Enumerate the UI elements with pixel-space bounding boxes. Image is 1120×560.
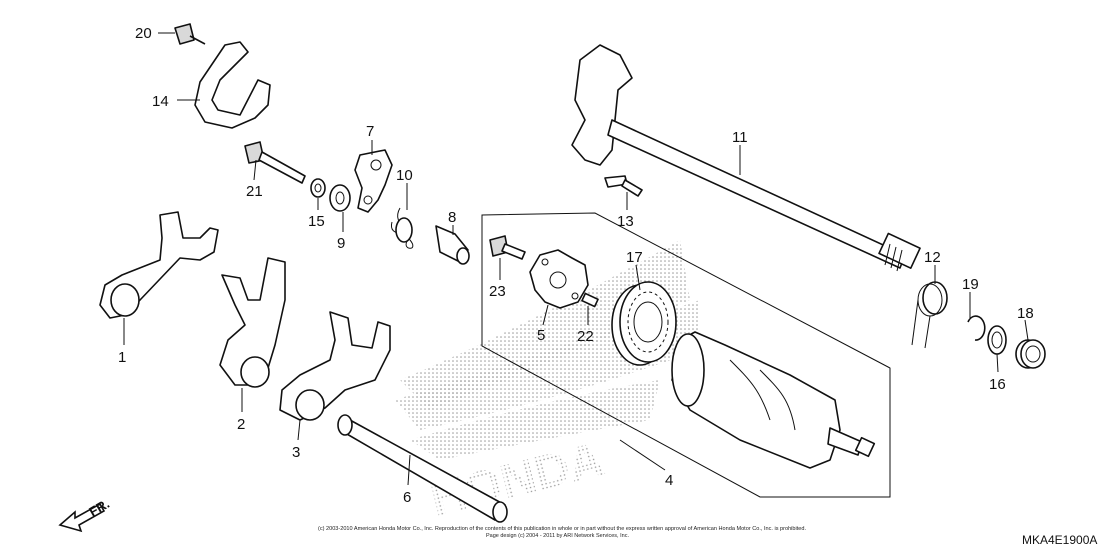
shift-drum-center-5[interactable] [529,249,589,309]
washer-15[interactable] [310,178,326,198]
washer-16[interactable] [987,325,1007,355]
callout-11[interactable]: 11 [732,129,748,146]
shift-fork-2[interactable] [219,257,286,388]
shift-fork-1[interactable] [99,211,219,319]
bearing-17[interactable] [611,281,677,366]
oil-seal-18[interactable] [1015,339,1046,369]
callout-10[interactable]: 10 [396,167,413,184]
gearshift-spindle-11[interactable] [571,44,921,272]
spring-10[interactable] [390,207,414,249]
stopper-plate-14[interactable] [194,41,271,129]
shift-drum-4[interactable] [671,331,876,469]
copyright-line-1: (c) 2003-2010 American Honda Motor Co., … [318,526,806,532]
callout-3[interactable]: 3 [292,444,300,461]
callout-6[interactable]: 6 [403,489,411,506]
leader-lines [123,32,1029,486]
collar-9[interactable] [329,184,351,212]
callout-22[interactable]: 22 [577,328,594,345]
callout-7[interactable]: 7 [366,123,374,140]
part-code: MKA4E1900A [1022,533,1097,547]
callout-21[interactable]: 21 [246,183,263,200]
circlip-19[interactable] [967,315,986,341]
return-spring-12[interactable] [911,281,948,349]
subassembly-box [481,212,891,498]
callout-19[interactable]: 19 [962,276,979,293]
callout-4[interactable]: 4 [665,472,673,489]
callout-5[interactable]: 5 [537,327,545,344]
callout-8[interactable]: 8 [448,209,456,226]
callout-13[interactable]: 13 [617,213,634,230]
bolt-23[interactable] [489,235,526,260]
callouts: 1 2 3 4 5 6 7 8 9 10 11 12 13 14 15 16 1… [118,25,1034,506]
callout-15[interactable]: 15 [308,213,325,230]
callout-1[interactable]: 1 [118,349,126,366]
front-arrow-icon: FR. [58,496,112,533]
callout-20[interactable]: 20 [135,25,152,42]
callout-16[interactable]: 16 [989,376,1006,393]
callout-2[interactable]: 2 [237,416,245,433]
dowel-pin-22[interactable] [581,292,599,308]
stopper-arm-7[interactable] [354,149,393,213]
fork-shaft-6[interactable] [337,414,508,523]
callout-17[interactable]: 17 [626,249,643,266]
callout-14[interactable]: 14 [152,93,169,110]
pin-8[interactable] [435,225,470,265]
honda-watermark: HONDA [395,240,700,527]
shift-fork-3[interactable] [279,311,391,421]
callout-9[interactable]: 9 [337,235,345,252]
callout-12[interactable]: 12 [924,249,941,266]
pin-13[interactable] [604,175,643,197]
callout-18[interactable]: 18 [1017,305,1034,322]
bolt-20[interactable] [174,23,206,45]
copyright-line-2: Page design (c) 2004 - 2011 by ARI Netwo… [486,533,629,539]
bolt-21[interactable] [244,141,306,184]
callout-23[interactable]: 23 [489,283,506,300]
